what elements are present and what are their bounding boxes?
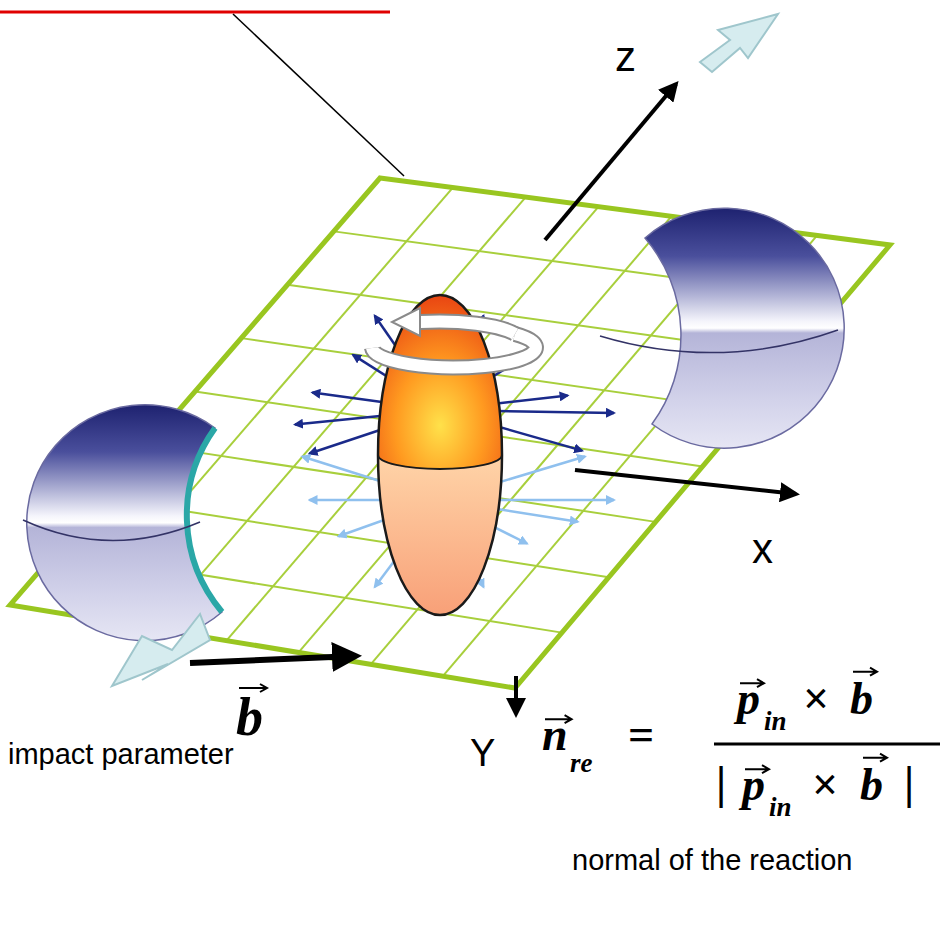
y-axis (514, 676, 518, 714)
equals-sign: = (628, 712, 654, 758)
vector-arrow (863, 754, 887, 762)
x-axis (575, 470, 796, 494)
grid-line (299, 216, 672, 652)
nucleus (27, 405, 222, 641)
grid-line (154, 197, 525, 629)
fireball-outline (378, 295, 502, 615)
vector-symbol: p (737, 676, 760, 722)
axis-label: x (752, 528, 773, 570)
subscript: in (769, 794, 792, 821)
nucleus-equator (23, 520, 200, 541)
rotation-arrowhead (392, 308, 420, 336)
vector-symbol: p (742, 762, 765, 808)
nucleus-cut-face (187, 428, 222, 612)
motion-arrow (112, 614, 210, 686)
fireball-equator (378, 455, 502, 469)
title-underline (0, 11, 390, 14)
operator: × (812, 762, 838, 808)
rotation-ring (420, 321, 515, 334)
caption-text: normal of the reaction (572, 846, 852, 875)
operator: | (904, 760, 914, 806)
axis-label: z (615, 36, 636, 78)
flow-arrow (482, 499, 614, 502)
operator: × (803, 676, 829, 722)
vector-arrow (853, 668, 877, 676)
fireball-bottom (378, 455, 502, 615)
leader-line (233, 14, 404, 176)
axis-label: Y (470, 734, 495, 772)
grid-line (226, 207, 598, 641)
vector-symbol: b (850, 676, 873, 722)
reaction-plane-grid (10, 178, 890, 688)
operator: | (716, 760, 726, 806)
nucleus (645, 208, 844, 448)
z-axis (545, 84, 676, 240)
vector-symbol: n (542, 712, 568, 758)
flow-arrow (482, 411, 614, 413)
caption-text: impact parameter (8, 740, 234, 769)
nucleus-equator (600, 330, 838, 353)
rotation-ring (420, 321, 515, 334)
plane-border (10, 178, 890, 688)
subscript: in (764, 708, 787, 735)
vector-symbol: b (860, 762, 883, 808)
fraction-bar (714, 743, 940, 746)
motion-arrow (700, 14, 778, 72)
subscript: re (570, 750, 593, 777)
impact-parameter-arrow (190, 656, 356, 663)
vector-symbol: b (236, 690, 263, 744)
